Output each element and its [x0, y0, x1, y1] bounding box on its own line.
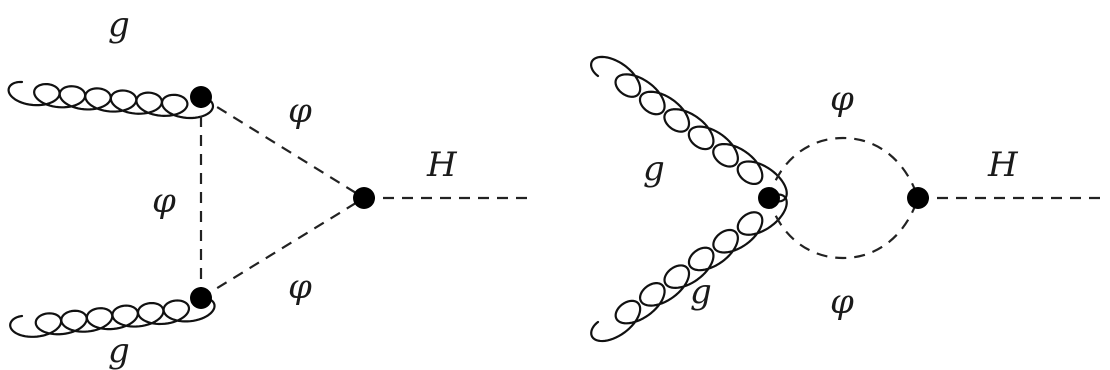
gluon-line-upper	[590, 55, 788, 203]
label-gluon-top: g	[108, 5, 130, 45]
scalar-line-upper	[200, 96, 365, 199]
vertex-top	[190, 86, 212, 108]
gluon-line-top	[7, 80, 215, 120]
label-higgs: H	[987, 145, 1019, 185]
scalar-line-lower	[200, 197, 365, 299]
vertex-bottom	[190, 287, 212, 309]
gluon-line-bottom	[9, 296, 216, 338]
label-scalar-lower: φ	[288, 267, 312, 307]
label-gluon-upper: g	[643, 149, 665, 189]
bubble-diagram: g g φ φ H	[590, 55, 1106, 343]
label-gluon-lower: g	[690, 272, 712, 312]
label-higgs: H	[426, 145, 458, 185]
label-loop-top: φ	[830, 79, 854, 119]
gluon-line-lower	[590, 193, 788, 343]
vertex-higgs	[907, 187, 929, 209]
triangle-diagram: g g φ φ φ H	[7, 5, 530, 370]
vertex-higgs	[353, 187, 375, 209]
label-scalar-upper: φ	[288, 91, 312, 131]
scalar-loop-bottom	[767, 197, 920, 260]
label-gluon-bottom: g	[108, 331, 130, 370]
label-scalar-vertical: φ	[152, 181, 176, 221]
label-loop-bottom: φ	[830, 282, 854, 322]
scalar-loop-top	[767, 136, 920, 199]
vertex-gluon	[758, 187, 780, 209]
